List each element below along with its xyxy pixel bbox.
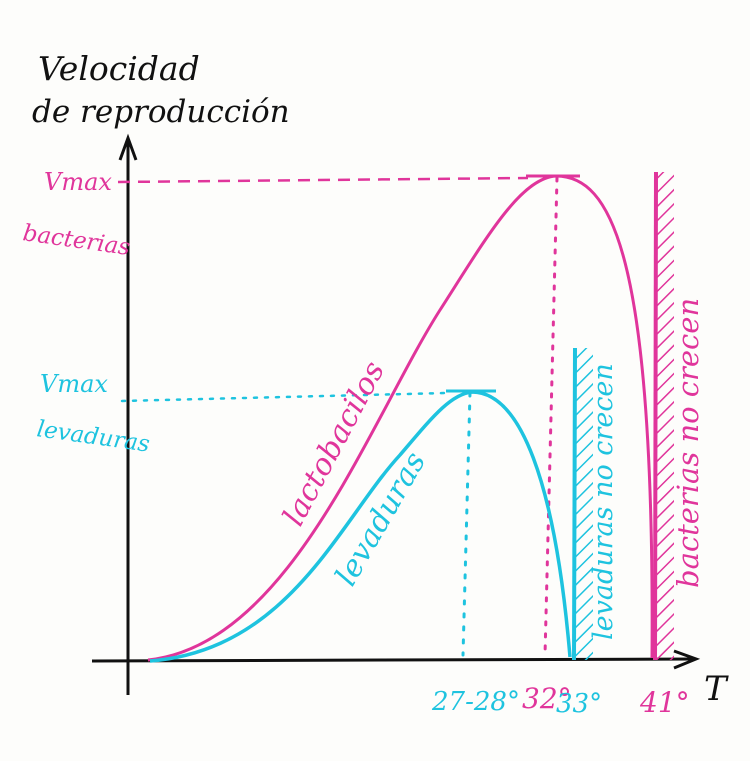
opt-bacterias-guide bbox=[543, 176, 559, 657]
x-axis-arrowhead bbox=[673, 649, 701, 670]
tick-max-bacterias: 41° bbox=[639, 686, 690, 719]
y-axis-label-line1: Velocidad bbox=[38, 49, 200, 88]
zone-levaduras-no-crecen bbox=[572, 347, 593, 661]
wall-levaduras bbox=[572, 347, 577, 661]
y-axis-arrowhead bbox=[118, 133, 138, 161]
hatch-bacterias bbox=[656, 172, 674, 660]
tick-max-levaduras: 33° bbox=[556, 689, 602, 719]
wall-bacterias bbox=[653, 171, 658, 661]
tick-opt-levaduras: 27-28° bbox=[431, 687, 520, 717]
zone-bacterias-no-crecen bbox=[653, 171, 674, 661]
x-axis-label: T bbox=[704, 669, 729, 709]
tick-opt-bacterias: 32° bbox=[522, 682, 572, 715]
vmax-bacterias-label-line1: Vmax bbox=[44, 168, 112, 196]
vmax-levaduras-guide bbox=[120, 391, 448, 403]
vmax-levaduras-label-line2: levaduras bbox=[35, 416, 151, 458]
axes bbox=[91, 133, 701, 695]
opt-levaduras-guide bbox=[461, 391, 472, 657]
zone-label-bacterias-no-crecen: bacterias no crecen bbox=[671, 298, 705, 588]
x-axis bbox=[91, 657, 696, 663]
vmax-levaduras-label-line1: Vmax bbox=[40, 370, 108, 398]
curve-label-levaduras: levaduras bbox=[329, 446, 433, 592]
hatch-levaduras bbox=[575, 348, 593, 660]
vmax-bacterias-label-line2: bacterias bbox=[21, 220, 132, 261]
y-axis-label-line2: de reproducción bbox=[32, 94, 290, 130]
curve-lactobacilos bbox=[147, 174, 654, 662]
zone-label-levaduras-no-crecen: levaduras no crecen bbox=[588, 363, 619, 640]
curve-levaduras bbox=[149, 390, 572, 663]
vmax-bacterias-guide bbox=[117, 176, 529, 184]
